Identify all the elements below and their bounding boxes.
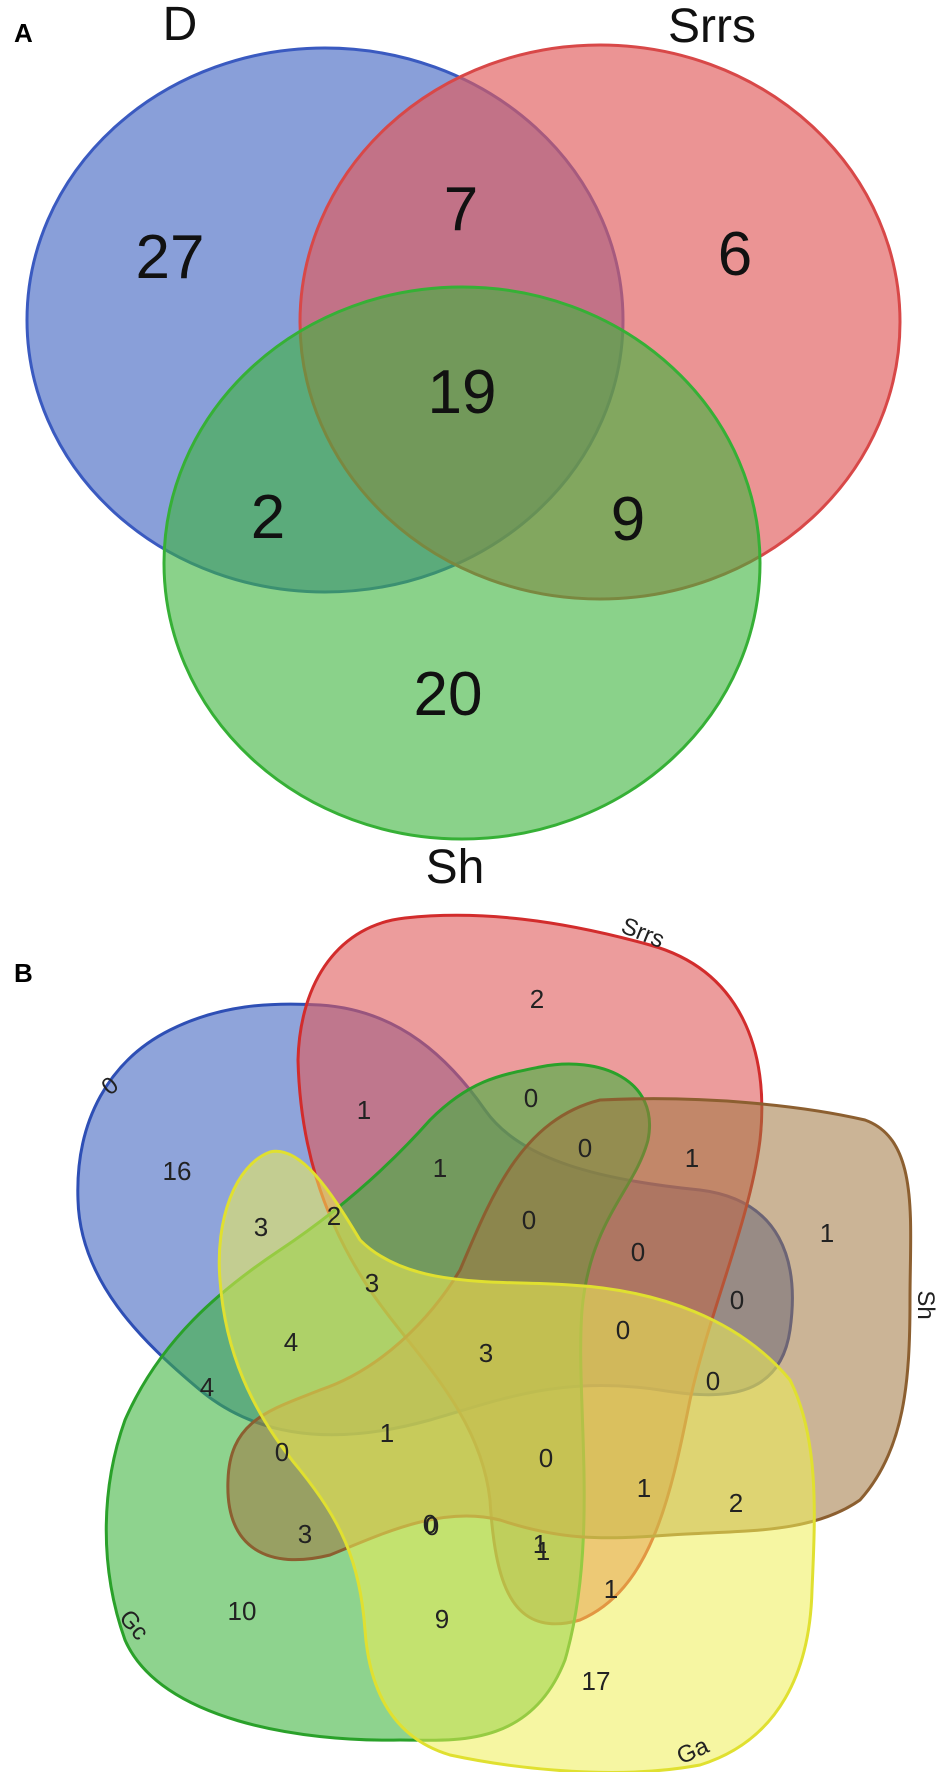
region-count: 16 [163, 1156, 192, 1186]
count-d-only: 27 [136, 223, 205, 292]
panel-b-label: B [14, 958, 33, 988]
region-count: 0 [730, 1285, 744, 1315]
region-count: 1 [604, 1574, 618, 1604]
region-count: 1 [357, 1095, 371, 1125]
region-count: 0 [522, 1205, 536, 1235]
region-count: 3 [298, 1519, 312, 1549]
region-count: 0 [539, 1443, 553, 1473]
region-count: 10 [228, 1596, 257, 1626]
set-ga-shape [217, 1149, 816, 1772]
region-count: 4 [200, 1372, 214, 1402]
region-count: 4 [284, 1327, 298, 1357]
count-srrs-only: 6 [718, 220, 752, 289]
region-count: 1 [536, 1536, 550, 1566]
set-d-label: D [163, 0, 198, 51]
set-sh-circle [162, 285, 762, 841]
panel-a-circles [25, 43, 902, 841]
region-count: 3 [365, 1268, 379, 1298]
region-count: 0 [423, 1509, 437, 1539]
count-srrs-sh: 9 [611, 485, 645, 554]
region-count: 1 [685, 1143, 699, 1173]
region-count: 3 [479, 1338, 493, 1368]
panel-a-label: A [14, 18, 33, 48]
set-sh-label-b: Sh [912, 1290, 939, 1319]
set-srrs-label: Srrs [668, 0, 756, 53]
region-count: 0 [578, 1133, 592, 1163]
region-count: 2 [327, 1201, 341, 1231]
region-count: 0 [706, 1366, 720, 1396]
set-sh-label: Sh [426, 841, 485, 894]
count-d-srrs: 7 [444, 175, 478, 244]
region-count: 0 [631, 1237, 645, 1267]
panel-b-shapes [76, 913, 913, 1772]
count-sh-only: 20 [414, 660, 483, 729]
region-count: 1 [637, 1473, 651, 1503]
region-count: 2 [729, 1488, 743, 1518]
panel-a: A D Srrs Sh 27 7 6 19 2 9 20 [14, 0, 902, 894]
count-d-srrs-sh: 19 [428, 358, 497, 427]
panel-b: B Srrs 0 Sh Gc Ga 2 1 0 16 0 1 1 1 3 2 0… [14, 912, 939, 1772]
region-count: 1 [380, 1418, 394, 1448]
region-count: 0 [425, 1511, 439, 1541]
region-count: 3 [254, 1212, 268, 1242]
region-count: 1 [533, 1529, 547, 1559]
region-count: 2 [530, 984, 544, 1014]
region-count: 0 [275, 1437, 289, 1467]
region-count: 0 [616, 1315, 630, 1345]
region-count: 17 [582, 1666, 611, 1696]
region-count: 0 [524, 1083, 538, 1113]
region-count: 9 [435, 1604, 449, 1634]
region-count: 1 [820, 1218, 834, 1248]
count-d-sh: 2 [251, 483, 285, 552]
region-count: 1 [433, 1153, 447, 1183]
